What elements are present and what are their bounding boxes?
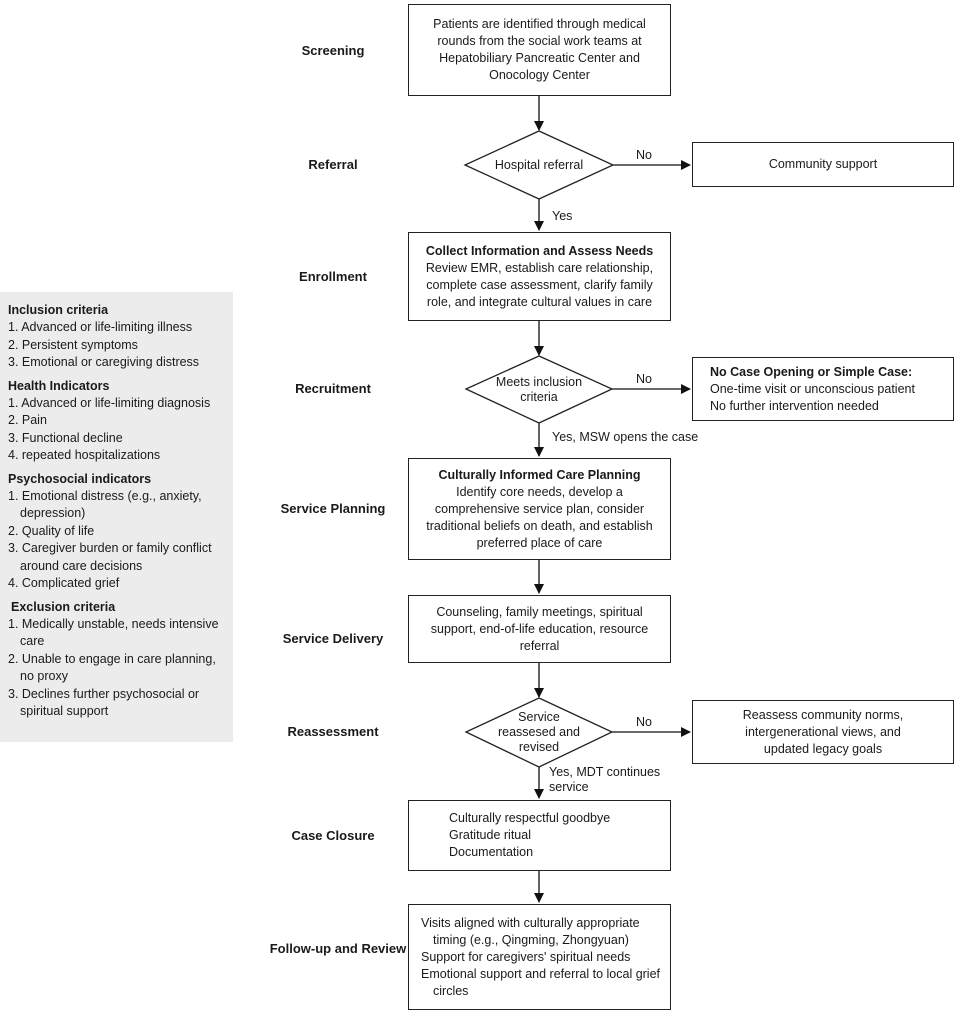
criteria-item: 3. Functional decline xyxy=(8,430,123,445)
reassess-no-label: No xyxy=(636,715,652,729)
stage-follow-up: Follow-up and Review xyxy=(269,941,407,956)
closure-line-3: Documentation xyxy=(449,845,534,859)
no-case-title: No Case Opening or Simple Case: xyxy=(710,364,913,379)
followup-line-3: Emotional support and referral to local … xyxy=(421,966,661,998)
delivery-body: Counseling, family meetings, spiritual s… xyxy=(430,604,649,653)
reassess-decision-label: Service reassesed and revised xyxy=(497,709,580,754)
planning-box: Culturally Informed Care Planning Identi… xyxy=(408,458,671,560)
criteria-heading-health: Health Indicators xyxy=(8,378,110,393)
criteria-item: 2. Pain xyxy=(8,413,47,428)
recruitment-diamond xyxy=(464,355,614,424)
reassess-diamond xyxy=(464,697,614,768)
followup-line-2: Support for caregivers' spiritual needs xyxy=(421,949,631,964)
stage-service-planning: Service Planning xyxy=(280,501,386,516)
criteria-item: 2. Unable to engage in care planning, no… xyxy=(8,651,216,684)
criteria-item: 4. Complicated grief xyxy=(8,576,120,591)
referral-yes-label: Yes xyxy=(552,209,573,223)
screening-box: Patients are identified through medical … xyxy=(408,4,671,96)
criteria-item: 3. Caregiver burden or family conflict a… xyxy=(8,541,212,573)
criteria-item: 1. Medically unstable, needs intensive c… xyxy=(8,616,219,649)
no-case-line-2: No further intervention needed xyxy=(710,398,879,413)
planning-body: Identify core needs, develop a comprehen… xyxy=(426,484,653,550)
referral-no-label: No xyxy=(636,148,652,162)
reassess-no-text: Reassess community norms, intergeneratio… xyxy=(742,707,904,756)
referral-diamond xyxy=(463,130,615,200)
screening-text: Patients are identified through medical … xyxy=(433,17,646,82)
enrollment-body: Review EMR, establish care relationship,… xyxy=(425,260,654,309)
criteria-item: 1. Advanced or life-limiting diagnosis xyxy=(8,396,211,411)
delivery-box: Counseling, family meetings, spiritual s… xyxy=(408,595,671,663)
reassess-no-box: Reassess community norms, intergeneratio… xyxy=(692,700,954,764)
community-support-box: Community support xyxy=(692,142,954,187)
community-support-text: Community support xyxy=(768,157,878,171)
planning-title: Culturally Informed Care Planning xyxy=(438,467,641,482)
no-case-box: No Case Opening or Simple Case: One-time… xyxy=(692,357,954,421)
stage-referral: Referral xyxy=(308,157,358,172)
criteria-heading-psychosocial: Psychosocial indicators xyxy=(8,471,152,486)
closure-line-2: Gratitude ritual xyxy=(449,828,531,842)
stage-service-delivery: Service Delivery xyxy=(282,631,384,646)
closure-box: Culturally respectful goodbye Gratitude … xyxy=(408,800,671,871)
reassess-yes-label: Yes, MDT continues service xyxy=(549,765,661,794)
enrollment-box: Collect Information and Assess Needs Rev… xyxy=(408,232,671,321)
followup-box: Visits aligned with culturally appropria… xyxy=(408,904,671,1010)
criteria-item: 1. Advanced or life-limiting illness xyxy=(8,320,193,335)
closure-line-1: Culturally respectful goodbye xyxy=(449,811,611,825)
criteria-item: 3. Emotional or caregiving distress xyxy=(8,355,200,370)
stage-recruitment: Recruitment xyxy=(295,381,371,396)
criteria-heading-inclusion: Inclusion criteria xyxy=(8,303,109,317)
criteria-item: 1. Emotional distress (e.g., anxiety, de… xyxy=(8,489,202,521)
criteria-panel: Inclusion criteria 1. Advanced or life-l… xyxy=(0,292,233,742)
recruitment-decision-label: Meets inclusion criteria xyxy=(495,375,583,404)
criteria-heading-exclusion: Exclusion criteria xyxy=(11,599,116,614)
stage-screening: Screening xyxy=(301,43,365,58)
criteria-item: 4. repeated hospitalizations xyxy=(8,448,161,463)
criteria-item: 2. Persistent symptoms xyxy=(8,337,138,352)
recruitment-yes-label: Yes, MSW opens the case xyxy=(552,430,699,444)
referral-decision-label: Hospital referral xyxy=(494,157,584,172)
recruitment-no-label: No xyxy=(636,372,652,386)
stage-case-closure: Case Closure xyxy=(291,828,375,843)
stage-reassessment: Reassessment xyxy=(287,724,379,739)
criteria-item: 2. Quality of life xyxy=(8,523,95,538)
no-case-line-1: One-time visit or unconscious patient xyxy=(710,381,915,396)
stage-enrollment: Enrollment xyxy=(299,269,367,284)
enrollment-title: Collect Information and Assess Needs xyxy=(425,243,654,258)
followup-line-1: Visits aligned with culturally appropria… xyxy=(421,915,640,947)
criteria-item: 3. Declines further psychosocial or spir… xyxy=(8,686,200,718)
